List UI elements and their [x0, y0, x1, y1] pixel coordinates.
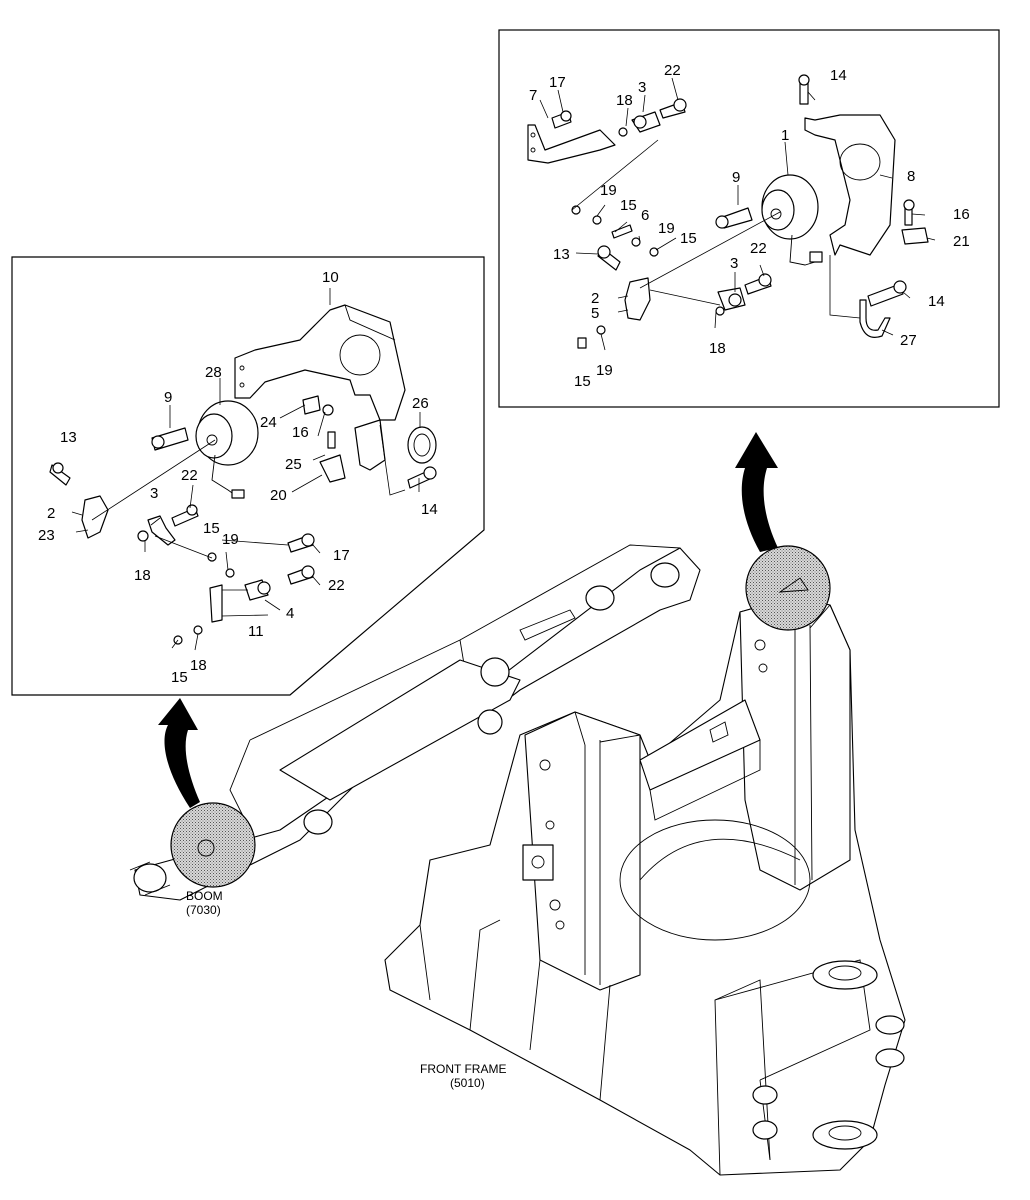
callout-l22b: 22: [328, 577, 345, 594]
callout-r19b: 19: [658, 220, 675, 237]
callout-l16: 16: [292, 424, 309, 441]
callout-r8: 8: [907, 168, 915, 185]
callout-r14a: 14: [830, 67, 847, 84]
callout-r21: 21: [953, 233, 970, 250]
callout-r22b: 22: [750, 240, 767, 257]
callout-r15b: 15: [680, 230, 697, 247]
callout-l28: 28: [205, 364, 222, 381]
callout-r1: 1: [781, 127, 789, 144]
callout-l20: 20: [270, 487, 287, 504]
callout-r2: 2: [591, 290, 599, 307]
callout-r7: 7: [529, 87, 537, 104]
callout-r9: 9: [732, 169, 740, 186]
callout-r6: 6: [641, 207, 649, 224]
callout-r5: 5: [591, 305, 599, 322]
callout-l26: 26: [412, 395, 429, 412]
frame-arrow: [735, 432, 778, 552]
callout-l11: 11: [248, 623, 264, 640]
callout-l9: 9: [164, 389, 172, 406]
callout-l23: 23: [38, 527, 55, 544]
left-callouts: 10 28 9 24 16 26 13 25 20 22 3 2 23 14 1…: [38, 269, 438, 686]
boom-caption-name: BOOM: [186, 889, 223, 903]
callout-r19a: 19: [600, 182, 617, 199]
callout-r13: 13: [553, 246, 570, 263]
callout-l17: 17: [333, 547, 350, 564]
callout-l18a: 18: [134, 567, 151, 584]
callout-r18b: 18: [709, 340, 726, 357]
front-frame-drawing: [384, 597, 906, 1176]
callout-l2: 2: [47, 505, 55, 522]
callout-l14: 14: [421, 501, 438, 518]
callout-l18b: 18: [190, 657, 207, 674]
callout-l19: 19: [222, 531, 239, 548]
callout-r3a: 3: [638, 79, 646, 96]
callout-r18a: 18: [616, 92, 633, 109]
boom-arrow: [158, 698, 200, 808]
callout-r19c: 19: [596, 362, 613, 379]
callout-l13: 13: [60, 429, 77, 446]
boom-caption-code: (7030): [186, 903, 221, 917]
callout-r16: 16: [953, 206, 970, 223]
front-frame-caption-code: (5010): [450, 1076, 485, 1090]
right-callouts: 17 22 7 18 3 14 1 8 9 19 15 6 19 16 15 2…: [529, 62, 970, 390]
callout-r22a: 22: [664, 62, 681, 79]
callout-l25: 25: [285, 456, 302, 473]
callout-l4: 4: [286, 605, 294, 622]
front-frame-caption-name: FRONT FRAME: [420, 1062, 506, 1076]
right-detail-panel: [498, 29, 1000, 408]
callout-r17: 17: [549, 74, 566, 91]
callout-r14b: 14: [928, 293, 945, 310]
callout-l10: 10: [322, 269, 339, 286]
boom-drawing: [129, 544, 701, 901]
callout-l15b: 15: [171, 669, 188, 686]
callout-l3: 3: [150, 485, 158, 502]
left-detail-panel: [11, 256, 485, 696]
callout-l22a: 22: [181, 467, 198, 484]
frame-zoom-circle: [745, 545, 831, 631]
zoom-arrows: [158, 432, 831, 888]
callout-l24: 24: [260, 414, 277, 431]
callout-r3b: 3: [730, 255, 738, 272]
captions: BOOM (7030) FRONT FRAME (5010): [186, 889, 506, 1090]
callout-l15a: 15: [203, 520, 220, 537]
callout-r27: 27: [900, 332, 917, 349]
callout-r15a: 15: [620, 197, 637, 214]
callout-r15c: 15: [574, 373, 591, 390]
